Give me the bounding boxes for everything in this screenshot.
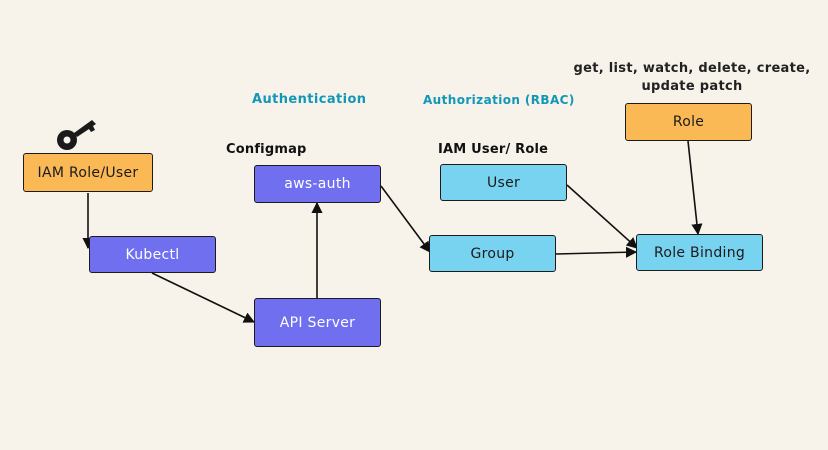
user-label: User (486, 174, 521, 191)
group-node[interactable]: Group (429, 235, 556, 272)
api-server-label: API Server (279, 314, 356, 331)
edge-awsauth-to-group (380, 185, 431, 253)
aws-auth-node[interactable]: aws-auth (254, 165, 381, 203)
edge-role-to-rolebinding (687, 140, 703, 236)
verbs-list: get, list, watch, delete, create, update… (570, 60, 814, 96)
iam-role-user-label: IAM Role/User (37, 164, 139, 181)
edge-user-to-rolebinding (566, 184, 638, 249)
key-icon (57, 120, 96, 150)
role-binding-label: Role Binding (653, 244, 746, 261)
kubectl-node[interactable]: Kubectl (89, 236, 216, 273)
iam-role-user-node[interactable]: IAM Role/User (23, 153, 153, 192)
role-binding-node[interactable]: Role Binding (636, 234, 763, 271)
role-label: Role (672, 114, 705, 130)
kubectl-label: Kubectl (125, 246, 180, 263)
group-label: Group (470, 245, 515, 262)
authorization-heading: Authorization (RBAC) (423, 93, 575, 107)
edge-group-to-rolebinding (555, 246, 638, 258)
verbs-line-2: update patch (641, 79, 743, 94)
role-node[interactable]: Role (625, 103, 752, 141)
verbs-line-1: get, list, watch, delete, create, (573, 61, 811, 76)
configmap-label: Configmap (226, 142, 307, 157)
edge-kubectl-to-apiserver (151, 272, 256, 323)
api-server-node[interactable]: API Server (254, 298, 381, 347)
user-node[interactable]: User (440, 164, 567, 201)
aws-auth-label: aws-auth (284, 176, 351, 192)
authentication-heading: Authentication (252, 92, 367, 107)
iam-user-role-label: IAM User/ Role (438, 142, 549, 157)
